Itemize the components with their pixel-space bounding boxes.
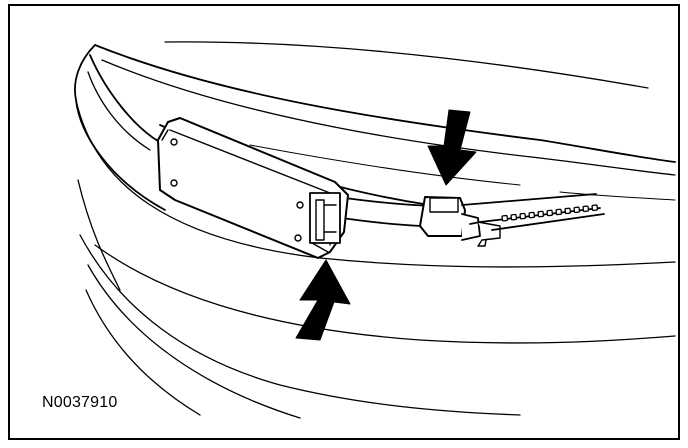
rim-top-edge <box>164 41 649 89</box>
sensor-clip-latch <box>309 192 341 244</box>
sensor-corner-edge <box>161 129 169 141</box>
wheel-rim <box>74 41 676 419</box>
strap-tooth <box>555 208 563 216</box>
band-buckle <box>419 196 501 247</box>
rim-detail-line-right <box>559 191 676 201</box>
strap-top-edge <box>461 193 597 206</box>
strap-tooth <box>573 206 581 214</box>
figure-id-label: N0037910 <box>42 394 118 411</box>
strap-tooth <box>519 212 527 220</box>
sensor-housing <box>157 117 349 259</box>
sensor-clip-tabs <box>323 204 337 233</box>
strap-tooth <box>510 213 518 221</box>
serrated-strap <box>461 193 605 231</box>
figure-frame <box>8 4 680 440</box>
arrow-down-indicator <box>427 109 477 186</box>
strap-teeth <box>501 204 599 222</box>
sensor-hole-bottom-right <box>294 234 302 242</box>
strap-tooth <box>546 209 554 217</box>
rim-left-outer-edge <box>74 44 166 211</box>
pressure-sensor <box>157 117 349 259</box>
buckle-clip <box>477 221 501 247</box>
band-bottom-mid <box>341 217 423 227</box>
strap-tooth <box>528 211 536 219</box>
sensor-hole-top-left <box>170 138 178 146</box>
strap-tooth <box>564 207 572 215</box>
sensor-clip-slot <box>315 199 325 241</box>
strap-tooth <box>591 204 599 212</box>
rim-detail-line <box>249 144 521 186</box>
strap-tooth <box>537 210 545 218</box>
rim-flange-curve-1 <box>79 234 521 416</box>
rim-well-left-inner <box>87 71 151 151</box>
rim-flange-curve-3 <box>85 289 201 416</box>
strap-tooth <box>501 214 509 222</box>
rim-side-line-1 <box>77 179 121 291</box>
strap-tooth <box>582 205 590 213</box>
rim-flange-curve-2 <box>87 264 301 419</box>
strap-bottom-edge <box>491 213 605 231</box>
rim-band-lower <box>94 244 676 344</box>
sensor-hole-bottom-left <box>170 179 178 187</box>
buckle-tongue <box>461 213 481 241</box>
sensor-clip-base <box>311 242 329 253</box>
buckle-window <box>429 197 459 213</box>
arrow-up-indicator <box>295 259 351 341</box>
rim-well-left-curve <box>89 54 166 146</box>
sensor-hole-top-right <box>296 201 304 209</box>
band-top-mid <box>344 197 433 207</box>
